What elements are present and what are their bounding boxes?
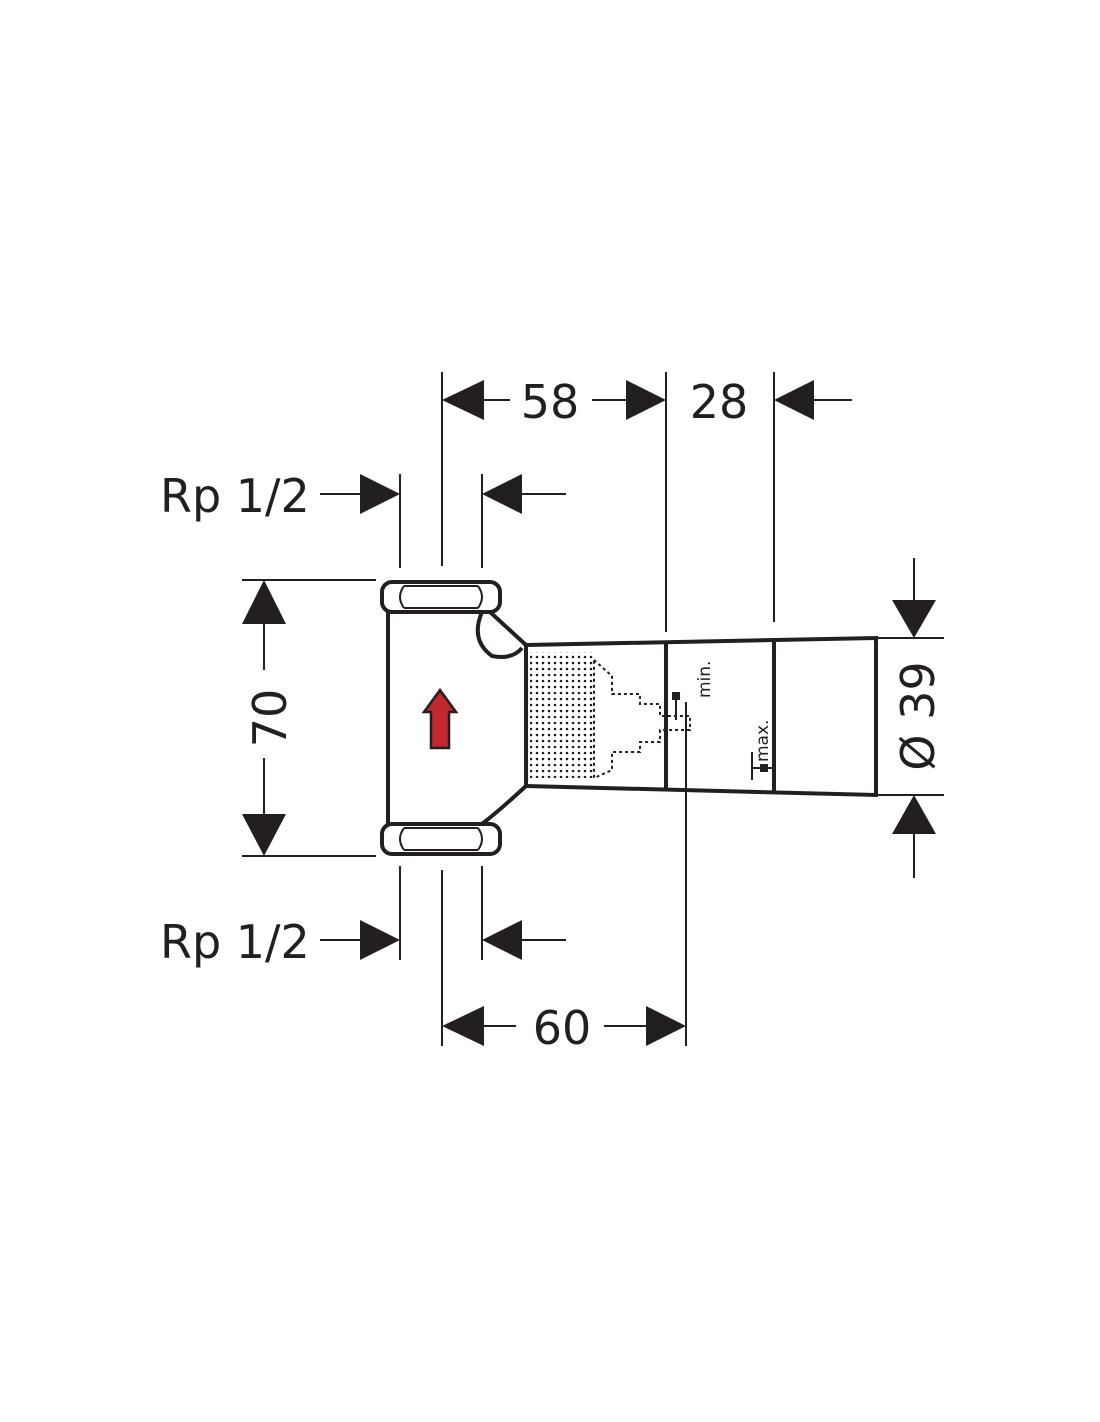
flow-direction-arrow-icon — [421, 687, 459, 750]
bottom-thread-dimension — [320, 866, 566, 960]
dimension-60-label: 60 — [533, 1001, 592, 1055]
max-depth-label: max. — [753, 720, 773, 762]
min-depth-label: min. — [695, 661, 715, 698]
cartridge-spindle — [593, 657, 691, 780]
diameter-dimension-line — [876, 558, 944, 878]
bottom-thread-label: Rp 1/2 — [160, 915, 310, 969]
cartridge-hatch — [530, 652, 594, 778]
bottom-fitting — [380, 822, 502, 856]
dimension-70-label: 70 — [243, 689, 297, 748]
top-thread-dimension — [320, 474, 566, 568]
top-thread-label: Rp 1/2 — [160, 469, 310, 523]
dimension-28-label: 28 — [690, 375, 749, 429]
valve-body — [380, 580, 878, 1046]
bottom-dimension-line — [441, 870, 686, 1046]
top-dimension-line — [441, 372, 852, 632]
diameter-39-label: Ø 39 — [891, 661, 945, 770]
dimension-58-label: 58 — [521, 375, 580, 429]
top-fitting — [380, 580, 502, 614]
height-dimension-line — [242, 579, 376, 857]
